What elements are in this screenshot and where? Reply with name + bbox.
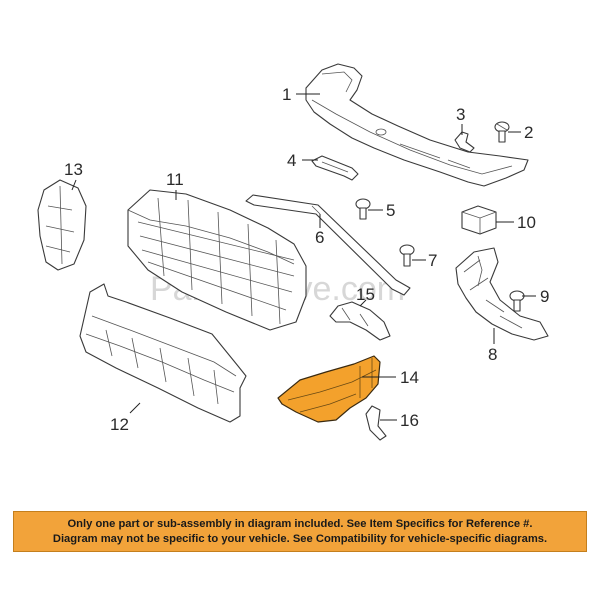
callout-15: 15 xyxy=(356,285,375,304)
callout-7: 7 xyxy=(428,251,437,270)
callout-8: 8 xyxy=(488,345,497,364)
part-6-brace xyxy=(245,194,411,296)
callout-2: 2 xyxy=(524,123,533,142)
part-8-side-bracket xyxy=(455,247,549,341)
disclaimer-line-1: Only one part or sub-assembly in diagram… xyxy=(67,517,533,530)
callout-5: 5 xyxy=(386,201,395,220)
callout-13: 13 xyxy=(64,160,83,179)
part-3-clip xyxy=(454,131,475,153)
callout-1: 1 xyxy=(282,85,291,104)
leader-lines xyxy=(71,93,536,421)
part-15-bracket xyxy=(329,301,391,341)
disclaimer-banner: Only one part or sub-assembly in diagram… xyxy=(13,511,587,552)
callout-4: 4 xyxy=(287,151,296,170)
part-11-shutter-frame xyxy=(127,189,307,331)
part-16-clip-bracket xyxy=(365,405,387,441)
callout-12: 12 xyxy=(110,415,129,434)
part-9-screw xyxy=(509,290,525,312)
callout-14: 14 xyxy=(400,368,419,387)
callout-6: 6 xyxy=(315,228,324,247)
part-5-screw xyxy=(355,198,371,220)
callout-9: 9 xyxy=(540,287,549,306)
disclaimer-line-2: Diagram may not be specific to your vehi… xyxy=(52,532,548,545)
part-13-air-guide xyxy=(37,179,87,271)
part-2-screw xyxy=(494,121,510,143)
part-4-bracket xyxy=(311,155,359,181)
callout-11: 11 xyxy=(166,170,184,189)
part-14-air-duct xyxy=(277,355,381,423)
part-12-lower-panel xyxy=(79,283,247,423)
part-1-upper-support xyxy=(305,63,529,187)
part-10-block xyxy=(461,205,497,235)
callout-3: 3 xyxy=(456,105,465,124)
callout-16: 16 xyxy=(400,411,419,430)
part-7-screw xyxy=(399,244,415,267)
callout-10: 10 xyxy=(517,213,536,232)
